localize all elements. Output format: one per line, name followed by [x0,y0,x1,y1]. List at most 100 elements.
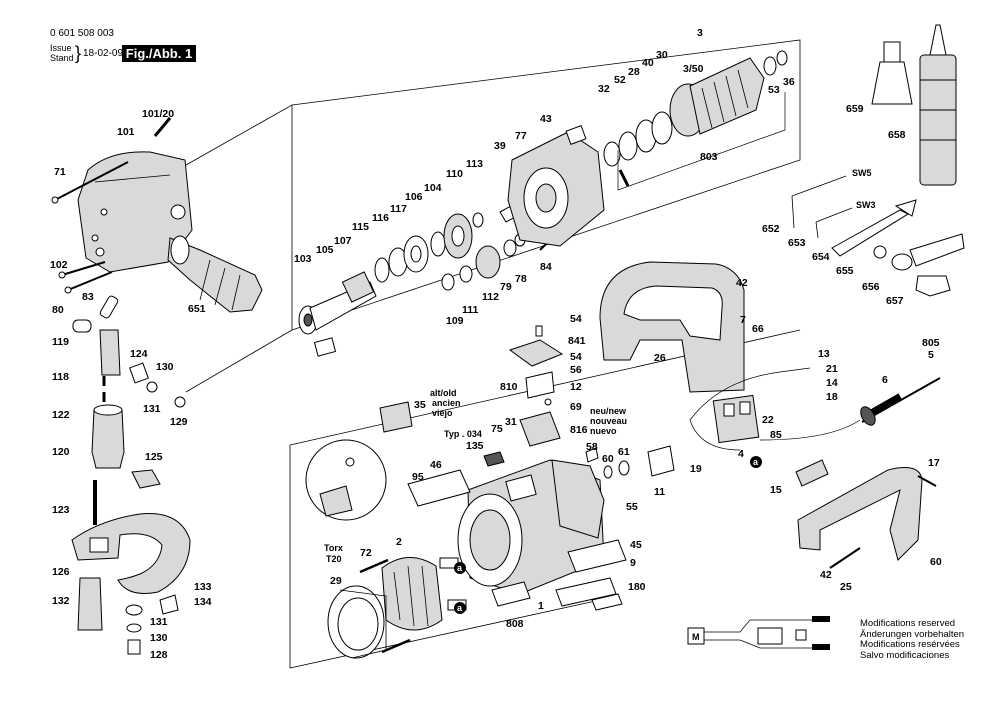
svg-text:126: 126 [52,566,70,578]
svg-text:61: 61 [618,446,630,458]
svg-text:72: 72 [360,547,372,559]
svg-text:nouveau: nouveau [590,416,627,426]
screws-102-83 [58,261,113,294]
labels-95-46-45-9-180-808 [407,451,627,611]
svg-text:111: 111 [462,304,479,316]
svg-text:116: 116 [372,212,389,224]
stand-label: Stand [50,53,74,63]
capacitor-11 [647,445,675,477]
svg-text:60: 60 [602,453,614,465]
svg-text:115: 115 [352,221,369,233]
spanner-654-655 [831,199,917,259]
bearing-flange-43 [507,125,605,247]
issue-label: Issue [50,43,72,53]
svg-text:131: 131 [143,403,161,415]
svg-text:viejo: viejo [432,408,453,418]
svg-text:54: 54 [570,313,582,325]
svg-text:71: 71 [54,166,66,178]
svg-text:Typ . 034: Typ . 034 [444,429,482,439]
svg-text:17: 17 [928,457,940,469]
svg-text:805: 805 [922,337,940,349]
brush-holders-810-816 [379,371,561,447]
svg-text:52: 52 [614,74,626,86]
svg-text:84: 84 [540,261,552,273]
detail-circle [305,439,387,521]
svg-text:651: 651 [188,303,206,315]
svg-text:134: 134 [194,596,212,608]
svg-text:42: 42 [736,277,748,289]
side-handle-651 [167,235,263,313]
svg-text:a: a [457,563,463,573]
svg-text:58: 58 [586,441,598,453]
figure-label: Fig./Abb. 1 [122,45,196,62]
svg-text:36: 36 [783,76,795,88]
svg-text:816: 816 [570,424,588,436]
baffle-29 [327,585,387,659]
svg-text:9: 9 [630,557,636,569]
svg-text:95: 95 [412,471,424,483]
doc-number: 0 601 508 003 [50,28,114,39]
wiring-and-cable-6 [689,367,941,451]
svg-text:112: 112 [482,291,499,303]
svg-text:659: 659 [846,103,864,115]
svg-text:75: 75 [491,423,503,435]
cover-plate-841 [508,325,564,367]
svg-text:78: 78 [515,273,527,285]
svg-text:alt/old: alt/old [430,388,457,398]
svg-text:2: 2 [396,536,402,548]
svg-text:53: 53 [768,84,780,96]
svg-text:808: 808 [506,618,524,630]
svg-text:107: 107 [334,235,352,247]
svg-text:104: 104 [424,182,442,194]
svg-text:132: 132 [52,595,70,607]
svg-text:54: 54 [570,351,582,363]
svg-text:26: 26 [654,352,666,364]
gear-housing-101 [77,151,193,273]
svg-text:109: 109 [446,315,464,327]
gear-104-110 [430,212,484,259]
svg-text:3: 3 [697,27,703,39]
issue-date: 18-02-09 [83,48,124,59]
screw-101-20 [153,117,172,137]
svg-text:79: 79 [500,281,512,293]
svg-text:803: 803 [700,151,718,163]
screw-71 [51,161,129,204]
svg-text:5: 5 [928,349,934,361]
block-15 [795,459,829,487]
end-cap-55 [551,459,605,539]
svg-text:29: 29 [330,575,342,587]
svg-text:128: 128 [150,649,168,661]
bearings-115-117 [374,235,429,283]
modifications-notice: Modifications reserved Änderungen vorbeh… [860,618,965,661]
svg-text:40: 40 [642,57,654,69]
hex-keys-652-653 [791,175,853,239]
svg-text:neu/new: neu/new [590,406,627,416]
svg-text:110: 110 [446,168,463,180]
svg-text:80: 80 [52,304,64,316]
svg-text:118: 118 [52,371,69,383]
grease-cartridge-658 [919,24,957,186]
svg-text:55: 55 [626,501,638,513]
svg-text:39: 39 [494,140,506,152]
svg-text:56: 56 [570,364,582,376]
svg-text:42: 42 [820,569,832,581]
svg-text:123: 123 [52,504,70,516]
svg-text:46: 46 [430,459,442,471]
variant-labels: alt/old ancien viejo neu/new nouveau nue… [324,388,627,564]
svg-text:a: a [753,457,759,467]
svg-text:106: 106 [405,191,423,203]
svg-text:19: 19 [690,463,702,475]
svg-text:SW5: SW5 [852,168,872,178]
svg-text:658: 658 [888,129,906,141]
svg-text:45: 45 [630,539,642,551]
svg-text:31: 31 [505,416,517,428]
svg-text:131: 131 [150,616,168,628]
punch-holder-parts [72,295,186,489]
svg-text:103: 103 [294,253,312,265]
wiring-diagram-icon: M [687,616,830,650]
svg-text:133: 133 [194,581,212,593]
svg-text:69: 69 [570,401,582,413]
svg-text:60: 60 [930,556,942,568]
svg-text:14: 14 [826,377,838,389]
svg-text:130: 130 [150,632,168,644]
